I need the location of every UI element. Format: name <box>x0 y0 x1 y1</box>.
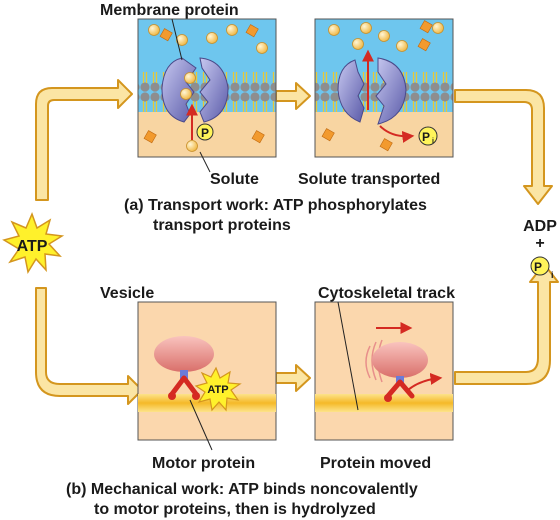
transport-panel-before: P <box>137 18 277 173</box>
arrow-atp-to-mechanical <box>35 287 143 405</box>
svg-text:P: P <box>422 130 430 144</box>
phosphate-released: P i <box>418 126 438 146</box>
adp-label: ADP <box>523 218 557 235</box>
cytoskeletal-track-label: Cytoskeletal track <box>318 285 455 302</box>
solute-transported-label: Solute transported <box>298 171 440 188</box>
motor-protein-label: Motor protein <box>152 455 255 472</box>
svg-text:i: i <box>432 138 434 145</box>
ion-squares <box>143 24 265 144</box>
caption-a-line2: transport proteins <box>153 217 291 234</box>
vesicle <box>154 336 214 372</box>
arrow-atp-to-transport <box>35 79 133 201</box>
vesicle-label: Vesicle <box>100 285 154 302</box>
svg-text:i: i <box>551 270 554 280</box>
solute-molecules <box>148 24 268 152</box>
atp-bound-burst: ATP <box>194 366 242 412</box>
solute-label: Solute <box>210 171 259 188</box>
plus-label: + <box>535 235 544 252</box>
motor-panel-before: ATP <box>137 301 277 451</box>
motor-panel-after <box>314 301 454 441</box>
caption-a-line1: (a) Transport work: ATP phosphorylates <box>124 197 427 214</box>
vesicle-moved <box>372 342 428 378</box>
membrane-protein-open-right <box>375 57 407 125</box>
caption-b-line2: to motor proteins, then is hydrolyzed <box>94 501 376 518</box>
arrow-transport-step <box>275 82 311 110</box>
motor-protein <box>169 375 199 397</box>
phosphate-product-label: P <box>534 260 542 274</box>
atp-burst: ATP <box>2 211 65 275</box>
arrow-transport-to-adp <box>454 89 553 205</box>
atp-burst-label: ATP <box>17 238 48 255</box>
membrane-protein-open-left <box>337 59 365 123</box>
transport-panel-after: P i <box>314 18 454 158</box>
flow-arrows <box>35 79 559 405</box>
atp-bound-label: ATP <box>207 384 228 396</box>
adp-products: ADP + P i <box>523 218 557 280</box>
membrane-protein-label: Membrane protein <box>100 2 239 19</box>
phosphate-p-label: P <box>201 126 209 140</box>
protein-moved-label: Protein moved <box>320 455 431 472</box>
arrow-mechanical-step <box>275 364 311 392</box>
arrow-mechanical-to-adp <box>454 263 559 385</box>
membrane-protein-right <box>199 57 229 123</box>
phosphate-attached: P <box>196 123 214 141</box>
caption-b-line1: (b) Mechanical work: ATP binds noncovale… <box>66 481 418 498</box>
